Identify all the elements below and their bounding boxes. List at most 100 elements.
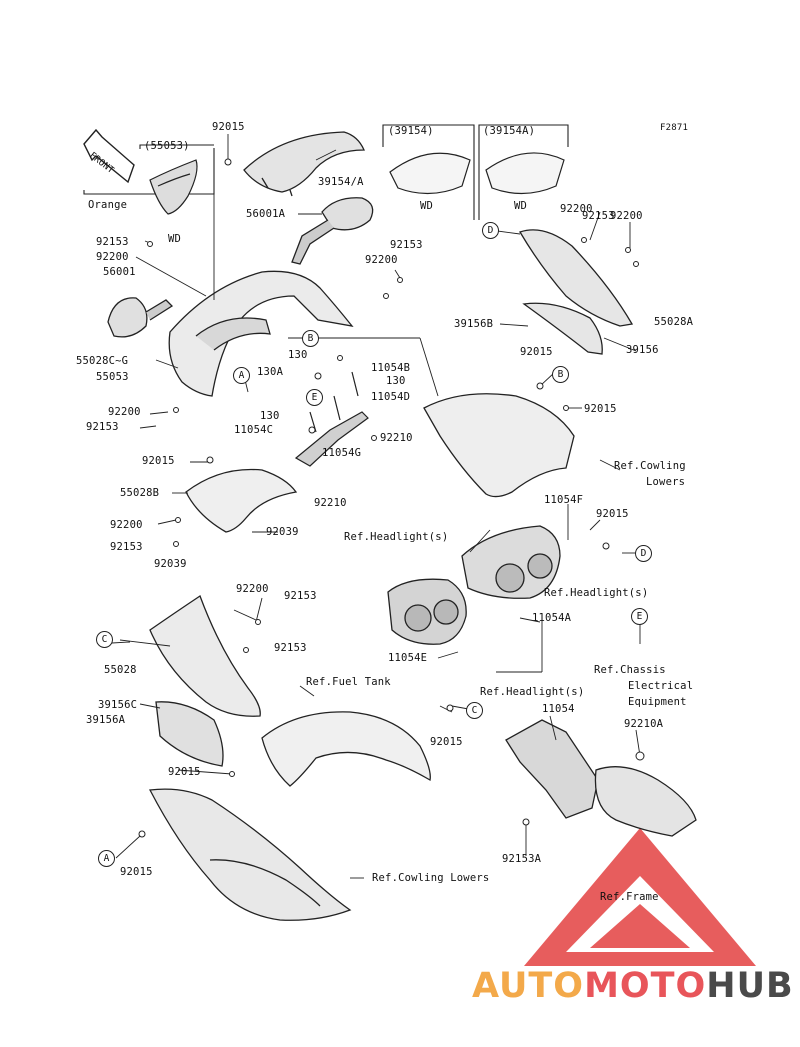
box1-variant: WD [168, 233, 182, 245]
box2-variant: WD [420, 200, 434, 212]
callout-e-1: E [306, 389, 323, 406]
bracket-stay [294, 371, 369, 467]
part-label: 39156A [86, 714, 126, 726]
part-label: 130 [288, 349, 308, 361]
part-label: 92200 [96, 251, 129, 263]
part-label: 39154/A [318, 176, 364, 188]
part-label: 92015 [520, 346, 553, 358]
part-label: 92153 [284, 590, 317, 602]
ref-label: Ref.Headlight(s) [544, 587, 649, 599]
part-label: 92015 [142, 455, 175, 467]
upper-cowl [168, 270, 354, 397]
part-label: 55053 [96, 371, 129, 383]
part-label: 92015 [120, 866, 153, 878]
part-label: 56001 [103, 266, 136, 278]
part-label: 11054E [388, 652, 428, 664]
part-label: 11054D [371, 391, 411, 403]
part-label: 92015 [212, 121, 245, 133]
part-label: 92200 [560, 203, 593, 215]
side-cowl-right [519, 229, 634, 355]
watermark-triangle-icon [524, 828, 756, 966]
frame-bracket [505, 719, 697, 837]
side-cowl-left-lower [149, 595, 261, 767]
part-label: 55028B [120, 487, 160, 499]
mirror-left [107, 297, 174, 338]
part-label: 92200 [365, 254, 398, 266]
part-label: 92153 [390, 239, 423, 251]
part-label: 11054B [371, 362, 411, 374]
ref-label: Electrical [628, 680, 694, 692]
box1-title: (55053) [144, 140, 190, 152]
callout-b-2: B [552, 366, 569, 383]
part-label: 92200 [236, 583, 269, 595]
part-label: 92015 [168, 766, 201, 778]
callout-c-1: C [96, 631, 113, 648]
part-label: 92153 [96, 236, 129, 248]
fuel-tank-cover [261, 711, 431, 787]
part-label: 11054 [542, 703, 575, 715]
part-label: 56001A [246, 208, 286, 220]
ref-label: Ref.Fuel Tank [306, 676, 391, 688]
part-label: 39156 [626, 344, 659, 356]
part-label: 130 [386, 375, 406, 387]
part-label: 130A [257, 366, 284, 378]
inner-panel [185, 468, 298, 533]
mirror [291, 197, 374, 265]
part-label: 11054G [322, 447, 362, 459]
part-label: 92210 [314, 497, 347, 509]
part-label: 39156C [98, 699, 138, 711]
part-label: 92153 [582, 210, 615, 222]
part-label: 92210 [380, 432, 413, 444]
part-label: 92210A [624, 718, 664, 730]
part-label: 55028C~G [76, 355, 129, 367]
callout-b-1: B [302, 330, 319, 347]
part-label: 92153 [86, 421, 119, 433]
headlight-front [387, 578, 467, 645]
callout-a-1: A [233, 367, 250, 384]
watermark-logo: AUTOMOTOHUB [472, 966, 794, 1006]
ref-label: Ref.Cowling [614, 460, 686, 472]
ref-label: Ref.Headlight(s) [480, 686, 585, 698]
logo-hub: HUB [706, 966, 794, 1006]
part-label: 92039 [154, 558, 187, 570]
part-label: 92015 [584, 403, 617, 415]
callout-d-1: D [482, 222, 499, 239]
ref-label: Ref.Frame [600, 891, 659, 903]
fasteners [138, 158, 645, 838]
windshield-wd-2 [485, 152, 565, 195]
part-label: 92015 [430, 736, 463, 748]
part-label: 92200 [110, 519, 143, 531]
box3-variant: WD [514, 200, 528, 212]
part-label: 130 [260, 410, 280, 422]
part-label: 92039 [266, 526, 299, 538]
inner-cowl-right [423, 393, 575, 498]
part-label: 39156B [454, 318, 494, 330]
ref-label: Ref.Chassis [594, 664, 666, 676]
box2-title: (39154) [388, 125, 434, 137]
part-label: 92015 [596, 508, 629, 520]
part-label: 55028 [104, 664, 137, 676]
front-arrow-icon [83, 128, 135, 184]
ref-label: Lowers [646, 476, 686, 488]
ref-label: Ref.Headlight(s) [344, 531, 449, 543]
windshield [243, 131, 365, 197]
callout-d-2: D [635, 545, 652, 562]
callout-c-2: C [466, 702, 483, 719]
box3-title: (39154A) [483, 125, 536, 137]
cowl-piece-orange [149, 159, 198, 215]
part-label: 55028A [654, 316, 694, 328]
logo-moto: MOTO [584, 966, 707, 1006]
logo-auto: AUTO [472, 966, 585, 1006]
windshield-wd-1 [389, 152, 471, 195]
part-label: 92153 [274, 642, 307, 654]
ref-label: Equipment [628, 696, 687, 708]
part-label: 11054F [544, 494, 584, 506]
part-label: 11054A [532, 612, 572, 624]
callout-e-2: E [631, 608, 648, 625]
part-label: 92153 [110, 541, 143, 553]
lower-body-cowl [148, 788, 352, 921]
box1-note: Orange [88, 199, 128, 211]
part-label: 92200 [108, 406, 141, 418]
